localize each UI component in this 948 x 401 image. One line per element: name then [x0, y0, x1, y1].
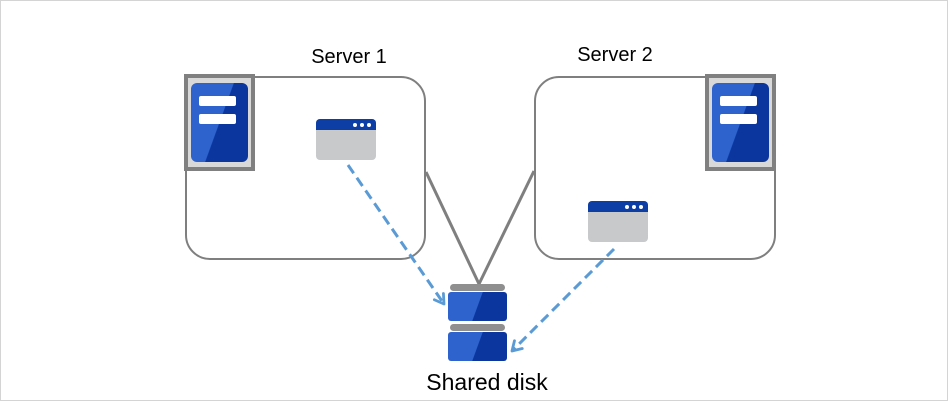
- window-titlebar: [316, 119, 376, 130]
- window-dot-icon: [360, 122, 364, 127]
- connector-server1-disk: [424, 171, 481, 285]
- window-dot-icon: [353, 122, 357, 127]
- window-titlebar: [588, 201, 648, 212]
- server-tower-icon: [191, 83, 248, 162]
- tower-slot-bar: [199, 96, 236, 106]
- server-tower-icon: [712, 83, 769, 162]
- server2-icon-frame: [705, 74, 776, 171]
- server1-icon-frame: [184, 74, 255, 171]
- tower-slot-bar: [720, 96, 757, 106]
- window-dot-icon: [632, 204, 636, 209]
- shared-disk-label: Shared disk: [426, 369, 548, 395]
- tower-slot-bar: [720, 114, 757, 124]
- dashed-arrow-app2-disk: [510, 247, 616, 353]
- application-window-icon: [588, 201, 648, 242]
- application-window-icon: [316, 119, 376, 160]
- server2-title: Server 2: [577, 44, 653, 66]
- disk-stack-icon-body: [448, 332, 507, 361]
- window-dot-icon: [625, 204, 629, 209]
- disk-stack-icon-cap: [450, 324, 505, 331]
- window-dot-icon: [639, 204, 643, 209]
- disk-stack-icon-body: [448, 292, 507, 321]
- disk-stack-icon-cap: [450, 284, 505, 291]
- window-dot-icon: [367, 122, 371, 127]
- server1-title: Server 1: [311, 46, 387, 68]
- tower-slot-bar: [199, 114, 236, 124]
